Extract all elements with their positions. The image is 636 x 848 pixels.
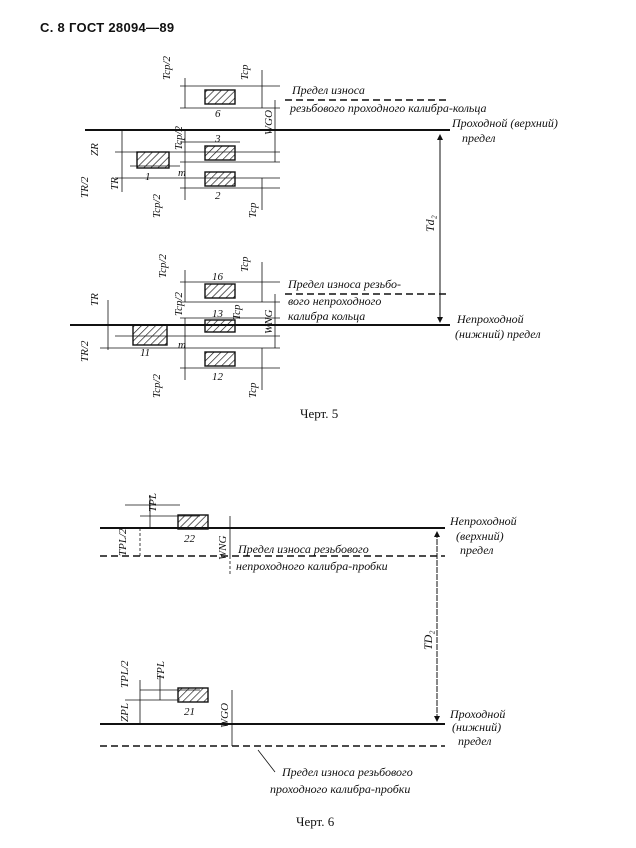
box-label-16: 16 — [212, 271, 224, 283]
sym-tr-1: TR — [109, 177, 121, 190]
fig5-boxes — [132, 89, 236, 367]
tolerance-box-16 — [204, 283, 236, 299]
box-label-11: 11 — [140, 347, 150, 359]
fig5-caption: Черт. 5 — [300, 406, 338, 421]
box-label-6: 6 — [215, 108, 221, 120]
sym-zpl: ZPL — [119, 703, 131, 722]
go-lower-label-1: Проходной — [449, 707, 505, 721]
sym-tcp-half-3: Tcp/2 — [151, 193, 163, 218]
td2-label: Td₂ — [423, 215, 437, 232]
tolerance-box-3 — [204, 145, 236, 161]
sym-wng-2: WNG — [217, 536, 229, 561]
sym-tcp-half-6: Tcp/2 — [151, 373, 163, 398]
sym-tpl-half-2: TPL/2 — [119, 660, 131, 688]
nogo-lower-label-2: (нижний) предел — [455, 327, 541, 341]
sym-wng-1: WNG — [263, 310, 275, 335]
box-label-1: 1 — [145, 171, 151, 183]
sym-m-2: m — [178, 339, 186, 351]
sym-tpl-2: TPL — [155, 661, 167, 680]
tolerance-box-12 — [204, 351, 236, 367]
nogo-upper-label-3: предел — [460, 543, 494, 557]
wear-nogo-ring-label-2: вого непроходного — [288, 294, 381, 308]
figure-6 — [100, 495, 445, 773]
sym-m-1: m — [178, 167, 186, 179]
wear-go-plug-label-2: проходного калибра-пробки — [270, 782, 410, 796]
box-label-13: 13 — [212, 308, 224, 320]
wear-go-ring-label-2: резьбового проходного калибра-кольца — [289, 101, 487, 115]
go-lower-label-2: (нижний) — [452, 720, 501, 734]
sym-tcp-2: Tcp — [247, 202, 259, 218]
wear-go-ring-label-1: Предел износа — [291, 83, 365, 97]
sym-wgo-2: WGO — [219, 703, 231, 728]
sym-tcp-4: Tcp — [231, 304, 243, 320]
tolerance-box-1 — [136, 151, 170, 169]
wear-nogo-ring-label-1: Предел износа резьбо- — [287, 277, 401, 291]
box-label-2: 2 — [215, 190, 221, 202]
go-upper-label-1: Проходной (верхний) — [451, 116, 558, 130]
sym-tcp-half-4: Tcp/2 — [157, 253, 169, 278]
sym-tr-half-2: TR/2 — [79, 340, 91, 362]
sym-tpl-1: TPL — [147, 493, 159, 512]
page-header: С. 8 ГОСТ 28094—89 — [40, 20, 175, 35]
sym-tcp-half-2: Tcp/2 — [173, 125, 185, 150]
sym-tcp-half-1: Tcp/2 — [161, 55, 173, 80]
go-upper-label-2: предел — [462, 131, 496, 145]
fig6-caption: Черт. 6 — [296, 814, 335, 829]
sym-tr-half-1: TR/2 — [79, 176, 91, 198]
box-label-22: 22 — [184, 533, 196, 545]
wear-go-plug-label-1: Предел износа резьбового — [281, 765, 413, 779]
box-label-12: 12 — [212, 371, 224, 383]
tolerance-box-2 — [204, 171, 236, 187]
nogo-lower-label-1: Непроходной — [456, 312, 524, 326]
box-label-21: 21 — [184, 706, 195, 718]
tolerance-box-13 — [204, 319, 236, 333]
sym-wgo-1: WGO — [263, 110, 275, 135]
sym-tr-2: TR — [89, 293, 101, 306]
sym-tcp-1: Tcp — [239, 64, 251, 80]
box-label-3: 3 — [214, 133, 221, 145]
tolerance-box-11 — [132, 324, 168, 346]
wear-nogo-plug-label-2: непроходного калибра-пробки — [236, 559, 388, 573]
sym-zr: ZR — [89, 143, 101, 156]
sym-tpl-half-1: TPL/2 — [117, 528, 129, 556]
sym-tcp-half-5: Tcp/2 — [173, 291, 185, 316]
tolerance-box-22 — [177, 514, 209, 530]
nogo-upper-label-2: (верхний) — [456, 529, 504, 543]
sym-tcp-3: Tcp — [239, 256, 251, 272]
wear-nogo-plug-label-1: Предел износа резьбового — [237, 542, 369, 556]
sym-tcp-5: Tcp — [247, 382, 259, 398]
tolerance-box-6 — [204, 89, 236, 105]
nogo-upper-label-1: Непроходной — [449, 514, 517, 528]
tolerance-box-21 — [177, 687, 209, 703]
TD2-label: TD₂ — [421, 630, 435, 650]
go-lower-label-3: предел — [458, 734, 492, 748]
fig6-boxes — [177, 514, 209, 703]
wear-nogo-ring-label-3: калибра кольца — [288, 309, 365, 323]
figure-5 — [70, 70, 450, 390]
